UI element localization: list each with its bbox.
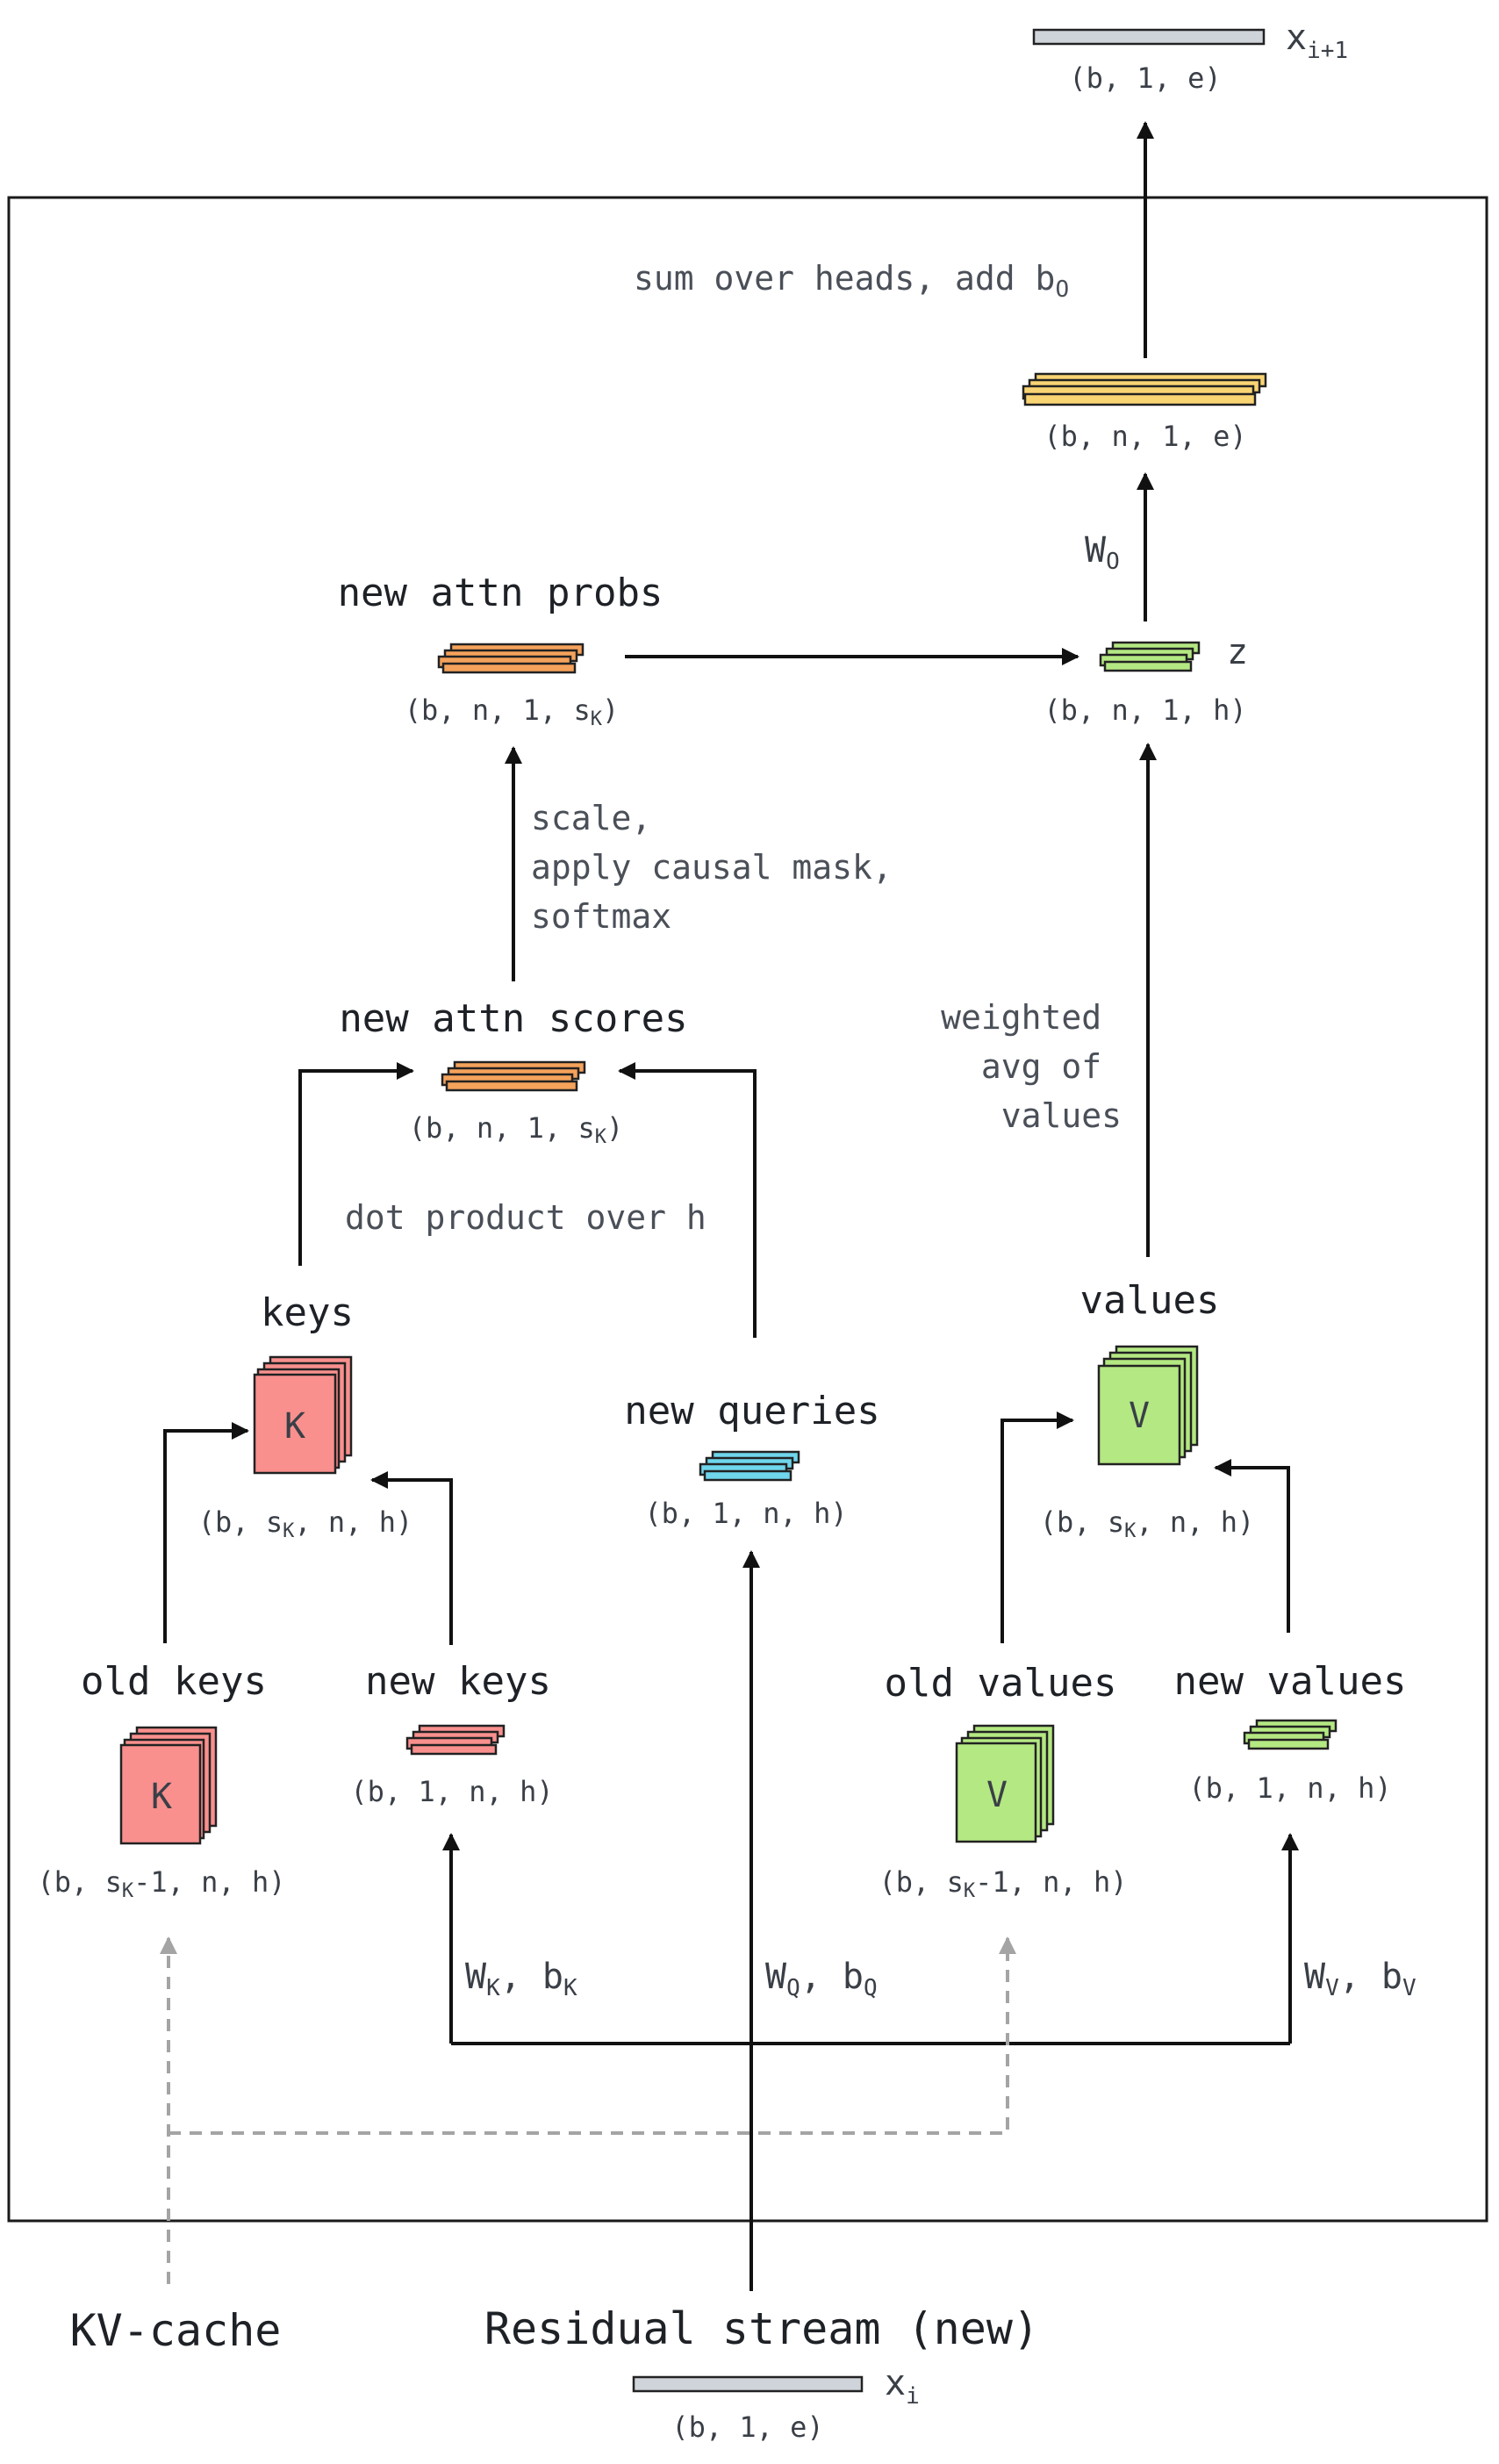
arrow-new-values-to-values <box>1214 1459 1290 1633</box>
keys-stack <box>253 1355 353 1475</box>
values-stack <box>1097 1345 1199 1466</box>
wq-label: WQ, bQ <box>765 1957 878 2001</box>
kv-cache-label: KV-cache <box>70 2305 282 2356</box>
new-values-shape: (b, 1, n, h) <box>1188 1771 1391 1805</box>
old-keys-stack <box>119 1726 218 1845</box>
z-label: z <box>1227 632 1248 672</box>
heads-output-stack <box>1022 372 1267 406</box>
attention-block-frame <box>7 196 1488 2223</box>
old-keys-letter: K <box>151 1777 172 1817</box>
residual-stream-label: Residual stream (new) <box>484 2303 1039 2354</box>
old-keys-label: old keys <box>81 1659 267 1704</box>
old-values-shape: (b, sK-1, n, h) <box>879 1865 1128 1902</box>
output-residual-bar <box>1032 28 1266 46</box>
attn-probs-stack <box>437 643 585 674</box>
new-keys-shape: (b, 1, n, h) <box>350 1775 553 1808</box>
old-values-stack <box>955 1724 1055 1843</box>
values-label: values <box>1080 1278 1220 1323</box>
weighted-avg-note: weighted avg of values <box>941 998 1122 1135</box>
input-shape: (b, 1, e) <box>671 2410 823 2444</box>
attn-probs-shape: (b, n, 1, sK) <box>405 693 619 730</box>
arrow-old-values-to-values <box>1001 1412 1074 1643</box>
keys-letter: K <box>284 1406 305 1447</box>
queries-label: new queries <box>624 1389 879 1433</box>
output-symbol: xi+1 <box>1286 18 1348 64</box>
heads-output-shape: (b, n, 1, e) <box>1044 420 1246 453</box>
values-shape: (b, sK, n, h) <box>1040 1505 1254 1542</box>
wo-label: WO <box>1085 530 1120 575</box>
old-values-letter: V <box>986 1775 1008 1815</box>
old-values-label: old values <box>885 1661 1117 1706</box>
attn-probs-label: new attn probs <box>338 571 663 615</box>
softmax-note: scale, apply causal mask, softmax <box>531 799 913 936</box>
new-values-label: new values <box>1174 1659 1407 1704</box>
wk-label: WK, bK <box>465 1957 577 2001</box>
keys-shape: (b, sK, n, h) <box>198 1505 412 1542</box>
new-keys-label: new keys <box>365 1659 551 1704</box>
arrow-old-keys-to-keys <box>163 1422 249 1643</box>
attn-scores-shape: (b, n, 1, sK) <box>409 1111 623 1148</box>
values-letter: V <box>1129 1396 1150 1436</box>
input-residual-bar <box>632 2375 864 2393</box>
new-values-stack <box>1243 1719 1338 1750</box>
new-keys-stack <box>405 1724 506 1756</box>
old-keys-shape: (b, sK-1, n, h) <box>38 1865 286 1902</box>
input-symbol: xi <box>885 2363 920 2410</box>
z-shape: (b, n, 1, h) <box>1044 693 1246 727</box>
kv-cache-branch <box>169 1936 1016 2135</box>
output-subscript: i+1 <box>1307 38 1348 64</box>
output-shape: (b, 1, e) <box>1069 61 1221 95</box>
dot-product-note: dot product over h <box>345 1198 706 1237</box>
arrow-keys-to-scores <box>298 1062 414 1266</box>
sum-heads-annotation: sum over heads, add bO <box>634 259 1069 303</box>
input-subscript: i <box>906 2383 920 2410</box>
queries-shape: (b, 1, n, h) <box>644 1497 847 1530</box>
queries-stack <box>699 1450 800 1482</box>
arrow-queries-to-scores <box>618 1062 757 1338</box>
attn-scores-stack <box>441 1060 586 1092</box>
arrow-new-keys-to-keys <box>370 1471 453 1645</box>
wv-label: WV, bV <box>1304 1957 1417 2001</box>
z-stack <box>1099 641 1201 672</box>
keys-label: keys <box>261 1290 354 1335</box>
attn-scores-label: new attn scores <box>339 996 687 1041</box>
